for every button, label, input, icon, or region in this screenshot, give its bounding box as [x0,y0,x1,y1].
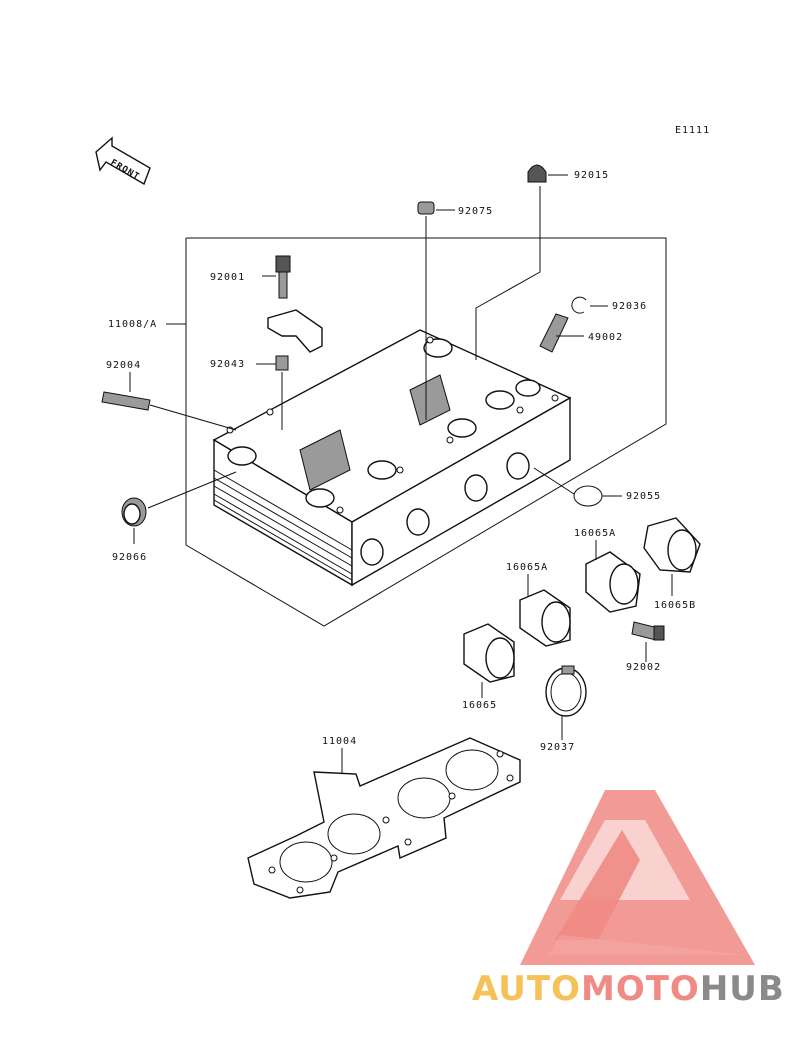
cylinder-head [212,329,572,587]
cap-nut-92015 [527,164,547,183]
callout-92002: 92002 [626,662,661,673]
plug-92075 [417,201,435,215]
o-ring-92055 [573,485,603,507]
assembly-boundary [185,237,667,627]
callout-92004: 92004 [106,360,141,371]
callout-92015: 92015 [574,170,609,181]
cam-cap [267,309,323,353]
watermark-moto: MOTO [581,969,700,1009]
head-gasket-11004 [247,737,521,899]
callout-92066: 92066 [112,552,147,563]
callout-92055: 92055 [626,491,661,502]
bolt-92001 [275,255,291,299]
callout-92043: 92043 [210,359,245,370]
carb-holder-16065 [463,623,515,683]
callout-92001: 92001 [210,272,245,283]
watermark-auto: AUTO [472,969,581,1009]
callout-16065b: 16065B [654,600,696,611]
front-arrow-icon: FRONT [95,136,151,186]
callout-16065: 16065 [462,700,497,711]
callout-92075: 92075 [458,206,493,217]
stud-92004 [101,391,151,411]
callout-92037: 92037 [540,742,575,753]
watermark-hub: HUB [700,969,785,1009]
callout-16065a-right: 16065A [574,528,616,539]
carb-holder-16065b [643,517,701,573]
watermark-logo [520,790,755,965]
circlip-92036 [571,296,587,314]
dowel-92043 [275,355,289,371]
diagram-code: E1111 [675,125,710,136]
pin-49002 [539,313,569,353]
callout-11004: 11004 [322,736,357,747]
carb-holder-16065a-right [585,551,641,613]
clamp-92037 [545,665,587,717]
watermark-text: AUTOMOTOHUB [472,969,785,1009]
callout-92036: 92036 [612,301,647,312]
plug-92066 [121,497,147,527]
carb-holder-16065a-left [519,589,571,647]
callout-49002: 49002 [588,332,623,343]
callout-11008a: 11008/A [108,319,157,330]
callout-16065a-left: 16065A [506,562,548,573]
screw-92002 [631,621,665,641]
